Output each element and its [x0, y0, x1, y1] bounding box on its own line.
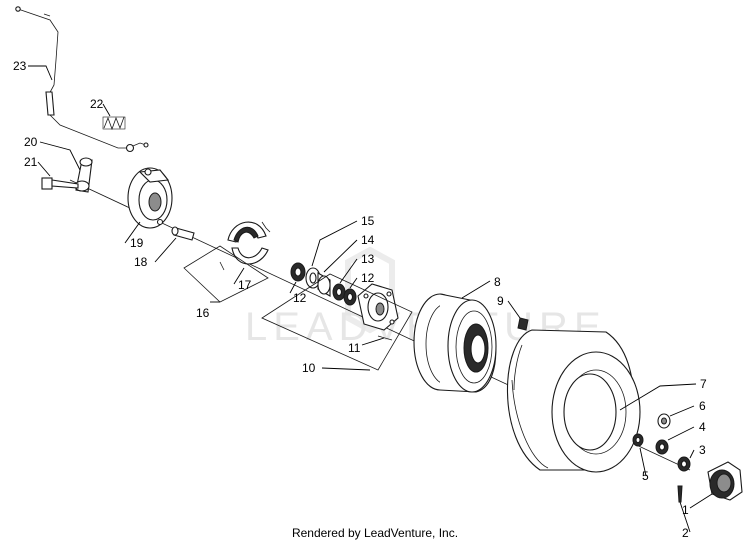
callout-21: 21: [24, 155, 38, 169]
callout-9: 9: [497, 294, 504, 308]
brake-cam[interactable]: [171, 226, 195, 241]
callout-23: 23: [13, 59, 27, 73]
callout-6: 6: [699, 399, 706, 413]
wheel-rim[interactable]: [413, 293, 497, 393]
tire[interactable]: [506, 329, 641, 473]
brake-backing-plate[interactable]: [127, 167, 173, 229]
bearing-cup[interactable]: [317, 272, 331, 297]
callout-19: 19: [130, 236, 144, 250]
wheel-hub[interactable]: [357, 283, 399, 331]
callout-10: 10: [302, 361, 316, 375]
valve-stem[interactable]: [517, 317, 529, 331]
callout-8: 8: [494, 275, 501, 289]
grease-seal-inner[interactable]: [343, 288, 357, 306]
callout-12a: 12: [293, 291, 307, 305]
callout-16: 16: [196, 306, 210, 320]
cotter-pin[interactable]: [377, 335, 393, 341]
bolt[interactable]: [41, 177, 79, 190]
brake-cable[interactable]: [15, 6, 149, 153]
callout-20: 20: [24, 135, 38, 149]
callout-3: 3: [699, 443, 706, 457]
brake-shoe-group-bracket: [183, 245, 269, 303]
callout-17: 17: [238, 278, 252, 292]
leader-lines: [28, 65, 713, 533]
callout-1: 1: [682, 503, 689, 517]
callout-2: 2: [682, 526, 689, 540]
footer-credit: Rendered by LeadVenture, Inc.: [291, 526, 459, 540]
callout-12b: 12: [361, 271, 375, 285]
callout-22: 22: [90, 97, 104, 111]
callout-11: 11: [348, 341, 361, 355]
washer[interactable]: [655, 439, 669, 455]
callout-13: 13: [361, 252, 375, 266]
callout-7: 7: [700, 377, 707, 391]
callout-4: 4: [699, 420, 706, 434]
callout-18: 18: [134, 255, 148, 269]
hub-group-bracket: [261, 273, 413, 371]
grease-seal-outer[interactable]: [290, 262, 306, 282]
lug-nut[interactable]: [657, 413, 671, 429]
hub-cap-pin[interactable]: [677, 485, 683, 503]
spacer[interactable]: [632, 433, 644, 447]
callout-15: 15: [361, 214, 375, 228]
callouts: 23 22 20 21 19 18 17 16 12 15 14 13 12 1…: [13, 59, 707, 540]
hub-cap[interactable]: [707, 461, 743, 501]
axle-nut[interactable]: [677, 456, 691, 472]
return-spring[interactable]: [102, 116, 126, 131]
callout-5: 5: [642, 469, 649, 483]
callout-14: 14: [361, 233, 375, 247]
bearing-race[interactable]: [332, 283, 346, 301]
